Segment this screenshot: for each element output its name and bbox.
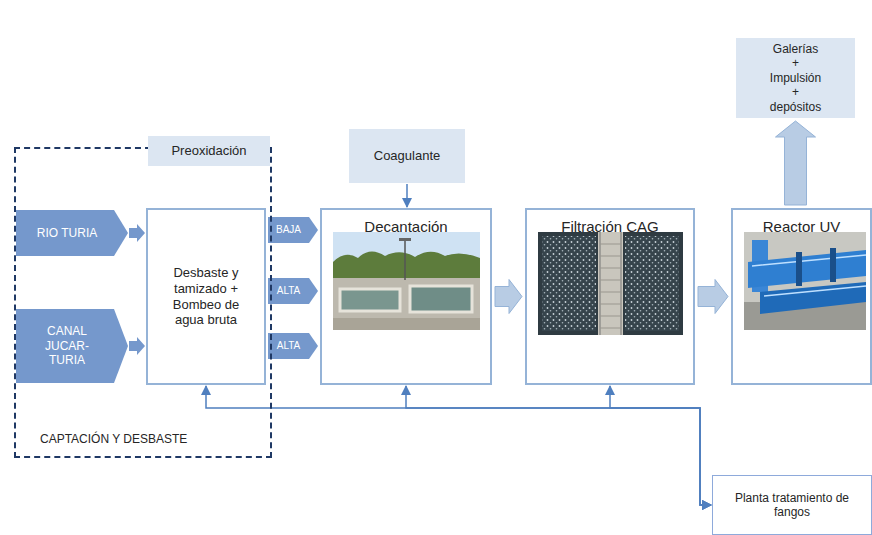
sludge-box: Planta tratamiento de fangos: [712, 475, 872, 535]
box-label: Preoxidación: [171, 143, 246, 159]
process-box: Decantación: [320, 208, 492, 385]
box-label: Reactor UV: [763, 218, 841, 236]
dashed-region: CAPTACIÓN Y DESBASTEPreoxidaciónRIO TURI…: [14, 147, 272, 458]
settling-photo-part: [333, 278, 480, 330]
group-label: CAPTACIÓN Y DESBASTE: [16, 432, 187, 446]
box-label: Desbaste y tamizado + Bombeo de agua bru…: [170, 265, 242, 327]
box-label: Decantación: [364, 218, 447, 236]
settling-photo-part: [340, 289, 400, 311]
process-box: Desbaste y tamizado + Bombeo de agua bru…: [146, 208, 266, 385]
box-label: Galerías + Impulsión + depósitos: [740, 42, 851, 114]
uv-reactor-photo-part: [830, 248, 836, 282]
flow-label: ALTA: [277, 341, 301, 351]
pump-flow-arrow: [268, 217, 318, 243]
uv-reactor-photo-part: [744, 232, 866, 330]
filter-photo-part: [538, 232, 683, 335]
process-flow-arrow: [698, 280, 728, 314]
source-flow-arrow: [129, 224, 145, 242]
filter-photo-part: [542, 236, 596, 331]
settling-photo: [333, 232, 480, 330]
filter-photo-part: [625, 236, 679, 331]
uv-reactor-photo-part: [760, 282, 866, 314]
box-label: CANAL JUCAR-TURIA: [35, 324, 99, 367]
settling-photo-part: [410, 286, 472, 312]
box-label: Coagulante: [374, 148, 441, 164]
filter-photo-part: [621, 232, 622, 335]
filter-photo-part: [598, 232, 623, 335]
sludge-line: [206, 386, 711, 505]
settling-photo-part: [404, 240, 406, 280]
pump-flow-arrow: [268, 278, 318, 304]
settling-photo-part: [333, 318, 480, 330]
dosing-line: [406, 184, 408, 207]
filter-photo-part: [600, 244, 621, 328]
output-flow-arrow: [776, 121, 816, 205]
source-arrow: CANAL JUCAR-TURIA: [16, 309, 128, 383]
uv-reactor-photo: [744, 232, 866, 330]
arrow-outline: [16, 309, 128, 383]
pump-flow-arrow: [268, 333, 318, 359]
uv-reactor-photo-part: [748, 250, 866, 288]
sludge-line: [610, 386, 711, 505]
process-box: Filtración CAG: [525, 208, 695, 385]
process-box: Preoxidación: [148, 136, 270, 166]
box-label: Filtración CAG: [561, 218, 659, 236]
settling-photo-part: [333, 251, 480, 280]
filter-photo-part: [600, 232, 601, 335]
process-flow-arrow: [495, 280, 522, 314]
source-arrow: RIO TURIA: [16, 210, 128, 256]
output-box: Galerías + Impulsión + depósitos: [736, 38, 855, 118]
uv-reactor-photo-part: [796, 252, 802, 286]
source-flow-arrow: [129, 337, 145, 355]
flow-label: ALTA: [277, 286, 301, 296]
flow-label: BAJA: [276, 225, 301, 235]
filter-photo: [538, 232, 683, 335]
box-label: RIO TURIA: [37, 226, 97, 240]
arrow-outline: [16, 210, 128, 256]
process-box: Reactor UV: [731, 208, 872, 385]
box-label: Planta tratamiento de fangos: [722, 491, 862, 520]
uv-reactor-photo-part: [752, 255, 866, 296]
settling-photo-part: [399, 238, 411, 241]
connector-group: [129, 121, 816, 505]
input-box: Coagulante: [349, 129, 465, 183]
settling-photo-part: [333, 232, 480, 330]
sludge-line: [406, 386, 711, 505]
